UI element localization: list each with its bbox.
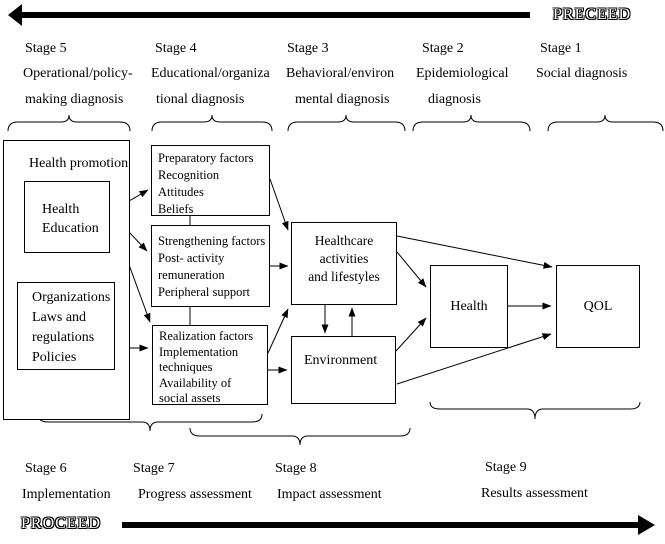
qol-box: QOL [556,265,640,348]
stage6-name: Stage 6 [25,461,67,476]
preparatory-line: Attitudes [158,185,204,199]
preparatory-factors-box: Preparatory factors Recognition Attitude… [151,145,270,216]
stage3-line1: Behavioral/environ [286,66,395,81]
stage9-label: Results assessment [481,486,588,501]
preparatory-line: Recognition [158,168,220,182]
healthcare-line: Healthcare [314,233,374,248]
proceed-label: PROCEED [21,515,101,532]
stage7-label: Progress assessment [138,487,252,502]
stage8-label: Impact assessment [277,487,382,502]
stage4-line1: Educational/organiza [151,66,270,81]
organizations-line: Laws and [32,310,87,325]
realization-line: techniques [159,360,213,374]
environment-label: Environment [304,353,378,368]
stage8-name: Stage 8 [275,461,317,476]
organizations-box: Organizations Laws and regulations Polic… [17,282,115,370]
realization-factors-box: Realization factors Implementation techn… [152,325,268,405]
preparatory-line: Preparatory factors [158,151,254,165]
stage2-name: Stage 2 [422,41,464,56]
precede-label: PRECEED [553,6,632,23]
strengthening-line: Strengthening factors [158,234,266,248]
proceed-arrow [122,515,655,535]
realization-line: Implementation [159,344,239,359]
arrow-healthcare-to-qol [396,235,553,269]
arrow-environment-to-qol [396,333,552,385]
stage9-name: Stage 9 [485,460,527,475]
brace-stage7 [37,413,263,432]
strengthening-factors-box: Strengthening factors Post- activity rem… [151,225,270,307]
brace-stage9 [429,401,641,420]
qol-label: QOL [583,298,613,314]
stage2-line1: Epidemiological [416,66,509,81]
brace-stage5 [7,114,131,132]
health-box: Health [430,265,508,348]
brace-stage1 [547,114,664,132]
strengthening-line: Post- activity [158,251,225,265]
healthcare-line: and lifestyles [308,269,380,284]
arrow-environment-to-health [395,317,427,352]
organizations-line: Policies [32,350,77,365]
healthcare-activities-box: Healthcare activities and lifestyles [291,222,397,305]
stage1-name: Stage 1 [540,41,582,56]
stage5-line1: Operational/policy- [23,66,133,81]
brace-stage4 [151,114,273,132]
health-label: Health [450,298,488,314]
brace-stage8 [189,427,411,446]
arrow-preparatory-to-healthcare [269,178,289,231]
strengthening-line: Peripheral support [158,285,250,299]
stage3-line2: mental diagnosis [295,92,390,107]
stage5-line2: making diagnosis [25,92,124,107]
stage7-name: Stage 7 [133,461,175,476]
stage4-line2: tional diagnosis [156,92,245,107]
brace-stage2 [412,114,531,132]
stage1-line1: Social diagnosis [536,66,628,81]
arrow-realization-to-healthcare [267,308,289,354]
brace-stage3 [287,114,406,132]
realization-line: social assets [159,391,221,405]
precede-arrow [8,4,530,26]
stage5-name: Stage 5 [25,41,67,56]
healthcare-line: activities [319,251,369,266]
organizations-line: Organizations [32,290,111,305]
stage2-line2: diagnosis [428,92,481,107]
preparatory-line: Beliefs [158,202,194,216]
health-education-box: Health Education [24,181,110,253]
stage4-name: Stage 4 [155,41,197,56]
strengthening-line: remuneration [158,268,225,282]
health-promotion-title: Health promotion [29,156,129,171]
health-education-line: Health [42,202,80,217]
stage6-label: Implementation [22,487,111,502]
realization-line: Availability of [159,375,232,390]
realization-line: Realization factors [159,329,254,343]
organizations-line: regulations [32,330,95,345]
environment-box: Environment [291,336,396,404]
top-braces [7,114,664,132]
stage3-name: Stage 3 [287,41,329,56]
bottom-braces [37,401,641,446]
arrow-healthcare-to-health [396,251,427,288]
health-education-line: Education [42,221,99,236]
